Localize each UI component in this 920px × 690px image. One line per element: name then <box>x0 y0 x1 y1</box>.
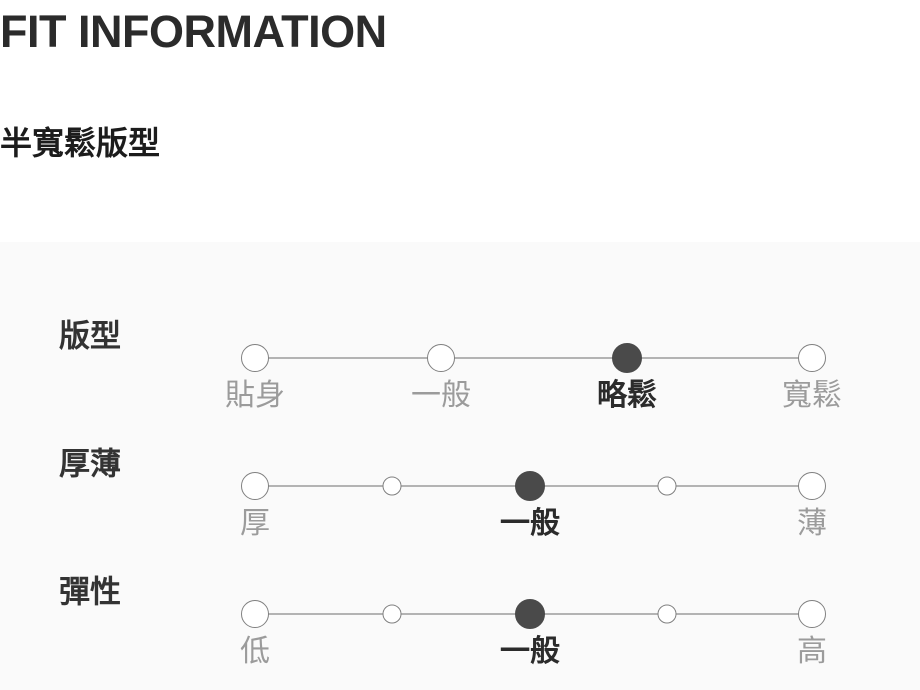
scale-point-label: 貼身 <box>225 379 285 412</box>
scale-dot-icon[interactable] <box>427 344 455 372</box>
scale-row: 版型貼身 一般 略鬆 寬鬆 <box>0 286 920 411</box>
scale-point[interactable]: 寬鬆 <box>732 286 892 411</box>
scale-dots: 低 一般 高 <box>0 542 920 667</box>
scale-dot-icon[interactable] <box>798 600 826 628</box>
scale-dots: 厚 一般 薄 <box>0 414 920 539</box>
fit-subtitle: 半寬鬆版型 <box>0 125 161 161</box>
scale-point-label: 寬鬆 <box>782 379 842 412</box>
scale-row-label: 厚薄 <box>59 446 121 482</box>
scale-dot-icon[interactable] <box>657 604 677 624</box>
scale-row: 厚薄厚 一般 薄 <box>0 414 920 539</box>
scale-dots: 貼身 一般 略鬆 寬鬆 <box>0 286 920 411</box>
scale-point[interactable]: 貼身 <box>175 286 335 411</box>
scale-point-label: 厚 <box>240 507 270 540</box>
scale-row: 彈性低 一般 高 <box>0 542 920 667</box>
scale-point[interactable] <box>312 542 472 652</box>
scale-point[interactable]: 厚 <box>175 414 335 539</box>
scale-dot-icon[interactable] <box>382 604 402 624</box>
scale-dot-icon[interactable] <box>657 476 677 496</box>
page-title: FIT INFORMATION <box>0 6 387 57</box>
scale-dot-selected-icon[interactable] <box>515 599 545 629</box>
scale-point-label: 薄 <box>797 507 827 540</box>
scale-point-label: 略鬆 <box>597 379 657 412</box>
fit-scales-panel: 版型貼身一般略鬆寬鬆厚薄厚一般薄彈性低一般高 <box>0 242 920 690</box>
scale-point-label: 低 <box>240 635 270 668</box>
scale-point[interactable]: 一般 <box>450 414 610 539</box>
scale-point[interactable] <box>312 414 472 524</box>
scale-point[interactable]: 一般 <box>450 542 610 667</box>
scale-point[interactable]: 高 <box>732 542 892 667</box>
scale-dot-selected-icon[interactable] <box>515 471 545 501</box>
scale-point-label: 一般 <box>500 507 560 540</box>
scale-point[interactable]: 薄 <box>732 414 892 539</box>
scale-point[interactable]: 一般 <box>361 286 521 411</box>
scale-dot-icon[interactable] <box>241 344 269 372</box>
scale-point[interactable] <box>587 542 747 652</box>
scale-point-label: 一般 <box>500 635 560 668</box>
scale-dot-icon[interactable] <box>382 476 402 496</box>
scale-point-label: 高 <box>797 635 827 668</box>
scale-point-label: 一般 <box>411 379 471 412</box>
scale-dot-icon[interactable] <box>241 600 269 628</box>
scale-dot-icon[interactable] <box>798 344 826 372</box>
fit-information-header: FIT INFORMATION 半寬鬆版型 <box>0 0 920 242</box>
scale-dot-selected-icon[interactable] <box>612 343 642 373</box>
scale-row-label: 版型 <box>59 318 121 354</box>
scale-track-line <box>255 357 812 359</box>
scale-point[interactable] <box>587 414 747 524</box>
scale-row-label: 彈性 <box>59 574 121 610</box>
scale-dot-icon[interactable] <box>798 472 826 500</box>
scale-point[interactable]: 低 <box>175 542 335 667</box>
scale-dot-icon[interactable] <box>241 472 269 500</box>
scale-point[interactable]: 略鬆 <box>547 286 707 411</box>
